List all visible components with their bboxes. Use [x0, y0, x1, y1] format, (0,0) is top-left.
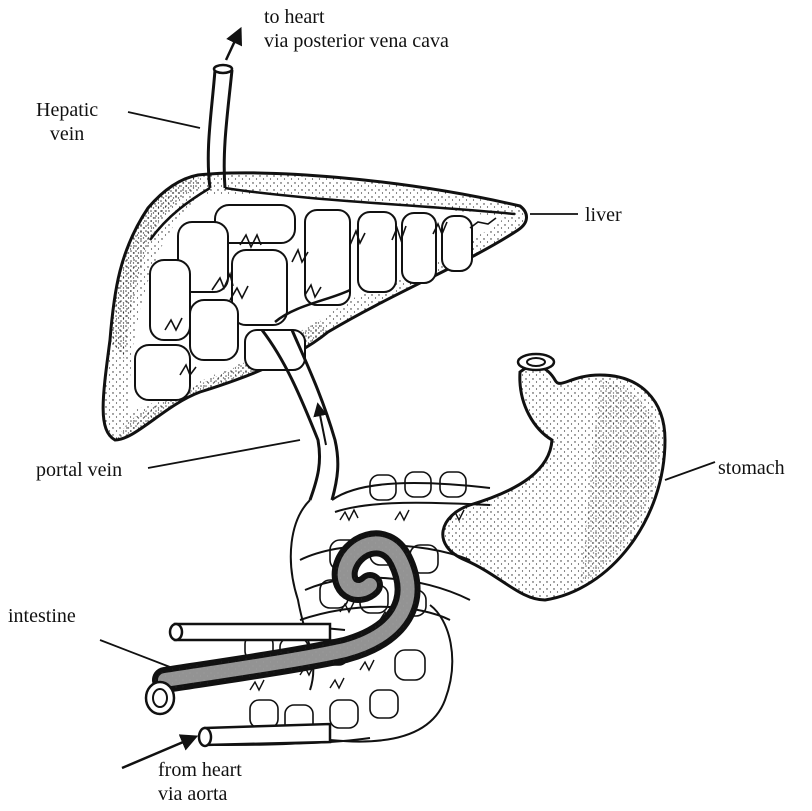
liver-organ — [103, 173, 526, 440]
label-intestine: intestine — [8, 604, 76, 628]
label-from-heart: from heart via aorta — [158, 758, 242, 806]
stomach-organ — [443, 354, 665, 600]
label-from-heart-line1: from heart — [158, 758, 242, 782]
label-to-heart-line2: via posterior vena cava — [264, 29, 449, 53]
mesenteric-capillary-web — [180, 472, 490, 745]
label-portal-vein: portal vein — [36, 458, 122, 482]
label-hepatic-vein: Hepatic vein — [36, 98, 98, 146]
label-hepatic-vein-line1: Hepatic — [36, 98, 98, 122]
label-to-heart: to heart via posterior vena cava — [264, 5, 449, 53]
label-stomach: stomach — [718, 456, 785, 480]
label-hepatic-vein-line2: vein — [36, 122, 98, 146]
label-from-heart-line2: via aorta — [158, 782, 242, 806]
to-heart-arrow — [226, 30, 240, 60]
label-to-heart-line1: to heart — [264, 5, 449, 29]
label-liver: liver — [585, 203, 622, 227]
